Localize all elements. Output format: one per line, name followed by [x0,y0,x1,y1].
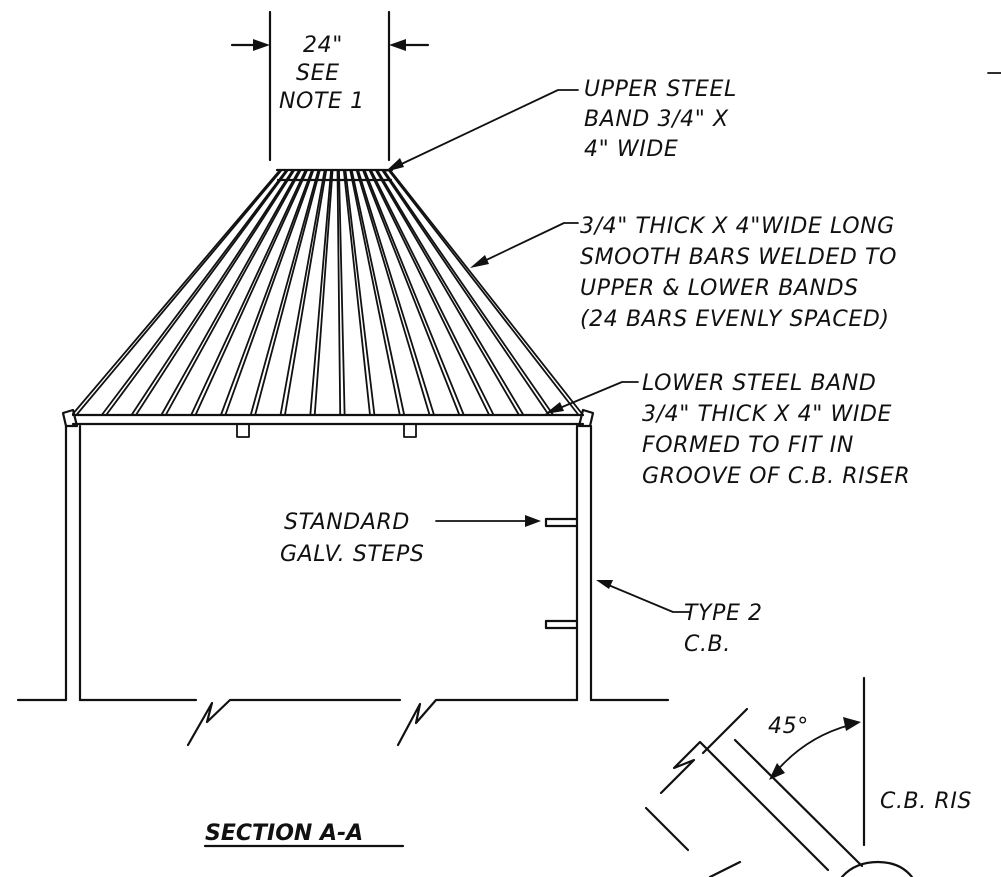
grate-bar-5-edge-b [195,170,308,415]
svg-text:UPPER & LOWER BANDS: UPPER & LOWER BANDS [580,276,859,301]
angle-value: 45° [768,714,809,739]
leader-upper-band [392,89,579,169]
svg-text:FORMED TO FIT IN: FORMED TO FIT IN [642,433,854,458]
grate-bar-7-edge-a [250,170,320,415]
grate-bar-9-edge-a [309,170,332,415]
grate-bar-17-edge-a [381,170,549,415]
grate-bar-7-edge-b [254,170,321,415]
grate-bar-18-edge-a [388,170,579,415]
leader-bars [479,222,579,264]
cb-label: TYPE 2 C.B. [684,601,763,657]
lower-band-left-end [61,408,79,428]
grate [61,168,595,438]
grate-bar-16-edge-a [375,170,520,415]
pipe-break-mark [659,740,830,872]
svg-text:TYPE 2: TYPE 2 [684,601,763,626]
bars-group [71,170,584,415]
grate-bar-4-edge-a [160,170,300,415]
grate-bar-4-edge-b [165,170,302,415]
grate-bar-12-edge-b [350,170,405,415]
upper-band-label: UPPER STEEL BAND 3/4" X 4" WIDE [584,77,737,162]
note-text: NOTE 1 [279,89,365,114]
see-text: SEE [296,61,340,86]
grate-bar-3-edge-a [131,170,294,415]
arrow-steps-icon [525,515,541,527]
grate-bar-6-edge-a [220,170,313,415]
arrow-lower-band-icon [545,402,564,414]
svg-text:(24 BARS EVENLY SPACED): (24 BARS EVENLY SPACED) [580,307,890,332]
pipe-wall-upper [733,738,864,868]
grate-bar-3-edge-b [135,170,295,415]
grate-bar-17-edge-b [383,170,554,415]
grate-bar-10-edge-b [338,170,346,415]
grate-tab-left [236,423,250,438]
svg-text:GROOVE OF C.B. RISER: GROOVE OF C.B. RISER [642,464,910,489]
width-dimension: 24" SEE NOTE 1 [230,10,430,162]
grate-bar-6-edge-b [224,170,315,415]
section-title-text: SECTION A-A [205,821,363,846]
grate-bar-8-edge-a [279,170,326,415]
grate-bar-15-edge-a [368,170,490,415]
angle-arc [773,724,851,775]
section-title: SECTION A-A [203,821,405,848]
bars-label: 3/4" THICK X 4"WIDE LONG SMOOTH BARS WEL… [580,214,897,332]
pipe-wall-lower-end [708,860,742,877]
svg-text:4" WIDE: 4" WIDE [584,137,678,162]
svg-text:3/4" THICK X 4"WIDE LONG: 3/4" THICK X 4"WIDE LONG [580,214,895,239]
pipe-wall-lower [644,806,690,852]
grate-bar-1-edge-b [76,170,282,415]
grate-bar-9-edge-b [313,170,334,415]
svg-text:UPPER STEEL: UPPER STEEL [584,77,737,102]
arrow-angle-top-icon [843,717,861,731]
grate-bar-13-edge-a [355,170,431,415]
leader-lower-band [554,381,639,411]
grate-bar-13-edge-b [357,170,435,415]
pipe-break-stub [701,707,749,755]
arrow-cb-icon [596,580,613,589]
grate-bar-14-edge-b [363,170,465,415]
leaders [385,89,691,613]
steps-label: STANDARD GALV. STEPS [280,510,424,567]
arrow-bars-icon [470,255,489,268]
svg-text:3/4" THICK X 4" WIDE: 3/4" THICK X 4" WIDE [642,402,892,427]
grate-bar-8-edge-b [284,170,328,415]
lower-band-label: LOWER STEEL BAND 3/4" THICK X 4" WIDE FO… [642,371,910,489]
width-value: 24" [303,33,343,58]
grate-bar-18-edge-b [389,170,584,415]
arrow-angle-bottom-icon [769,763,785,780]
svg-text:GALV. STEPS: GALV. STEPS [280,542,424,567]
grate-bar-14-edge-a [362,170,460,415]
grate-bar-12-edge-a [349,170,401,415]
grate-bar-16-edge-b [376,170,524,415]
arrow-left-icon [253,39,270,51]
grate-bar-1-edge-a [71,170,281,415]
svg-text:C.B.: C.B. [684,632,731,657]
arrow-right-icon [389,39,406,51]
grate-bar-11-edge-a [342,170,371,415]
grate-bar-15-edge-b [370,170,495,415]
catch-basin [16,424,670,747]
grate-bar-11-edge-b [344,170,376,415]
riser-label: C.B. RIS [880,789,972,814]
leader-cb [605,583,691,613]
grate-bar-2-edge-a [101,170,287,415]
break-mark-right [396,698,579,747]
svg-text:BAND 3/4" X: BAND 3/4" X [584,107,729,132]
grate-bar-10-edge-a [336,170,342,415]
arrow-upper-band-icon [385,158,404,172]
break-mark-left [186,698,402,747]
pipe-detail: 45° C.B. RIS [644,676,972,877]
grate-bar-5-edge-a [190,170,307,415]
grate-bar-2-edge-b [106,170,289,415]
svg-text:STANDARD: STANDARD [284,510,410,535]
grate-tab-right [403,423,417,438]
riser-opening [840,860,914,877]
svg-text:LOWER STEEL BAND: LOWER STEEL BAND [642,371,876,396]
svg-text:SMOOTH BARS WELDED TO: SMOOTH BARS WELDED TO [580,245,897,270]
